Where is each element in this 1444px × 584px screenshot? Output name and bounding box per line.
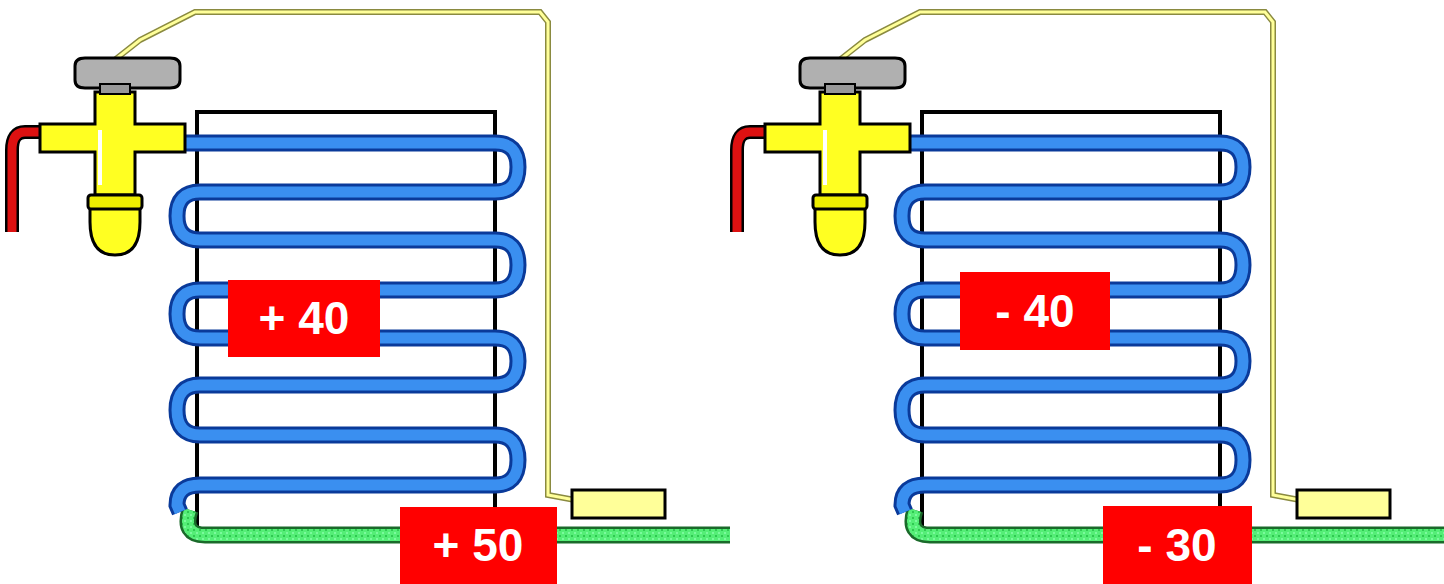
temperature-value: + 40 <box>259 295 350 341</box>
temperature-box: + 50 <box>400 507 557 584</box>
temperature-box: + 40 <box>228 280 380 357</box>
temperature-value: - 30 <box>1137 522 1216 568</box>
temperature-value: + 50 <box>433 522 524 568</box>
temperature-box: - 30 <box>1103 506 1252 584</box>
temperature-box: - 40 <box>960 272 1110 350</box>
left-evaporator <box>12 12 730 538</box>
temperature-value: - 40 <box>995 288 1074 334</box>
right-evaporator <box>737 12 1444 538</box>
